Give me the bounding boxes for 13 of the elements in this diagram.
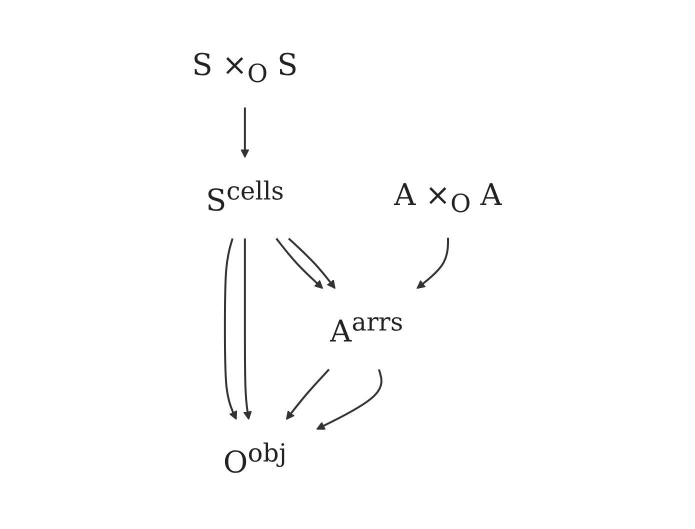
arrow [224,238,238,420]
node-text: S ×$_{O}$ S [192,48,298,88]
arrow [286,369,330,420]
node-text: A$^{arrs}$ [330,308,404,350]
node-text: S$^{cells}$ [206,176,284,219]
arrow [288,238,336,290]
node-text: O$^{obj}$ [224,438,288,481]
arrow [244,238,252,420]
arrow [240,108,250,158]
arrow [276,238,324,290]
node-text: A ×$_{O}$ A [394,178,503,218]
arrow [417,238,450,290]
arrow [316,369,383,430]
